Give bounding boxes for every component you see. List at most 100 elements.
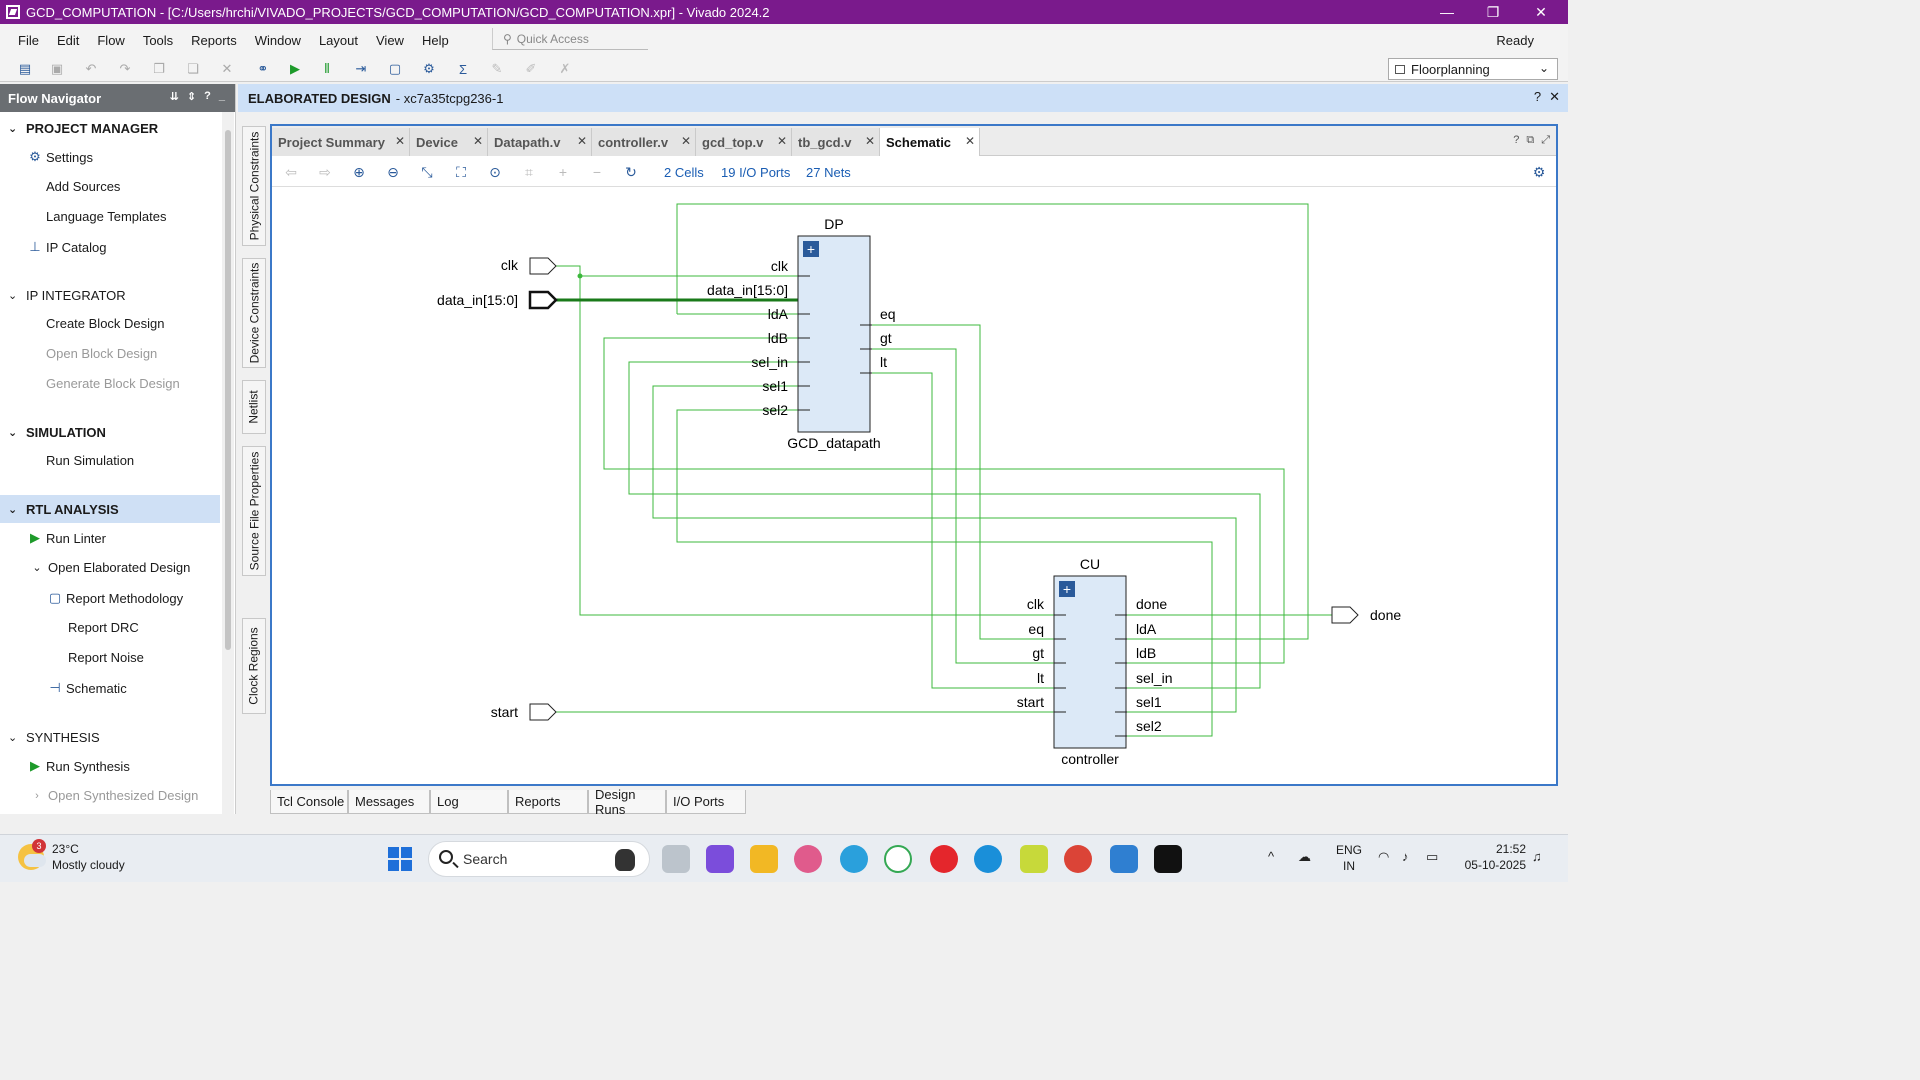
wifi-icon[interactable]: ◠ bbox=[1378, 849, 1390, 864]
section-project-manager[interactable]: ⌄PROJECT MANAGER bbox=[8, 121, 159, 136]
close-icon[interactable]: ✕ bbox=[680, 134, 691, 148]
chrome-icon[interactable] bbox=[1064, 845, 1092, 873]
nav-generate-block-design[interactable]: Generate Block Design bbox=[46, 376, 180, 391]
close-design-icon[interactable]: ✕ bbox=[1549, 89, 1560, 104]
nav-report-drc[interactable]: Report DRC bbox=[68, 620, 139, 635]
nets-count-link[interactable]: 27 Nets bbox=[806, 165, 851, 180]
menu-flow[interactable]: Flow bbox=[97, 32, 125, 48]
system-clock[interactable]: 21:52 05-10-2025 bbox=[1465, 841, 1526, 873]
scroll-thumb[interactable] bbox=[225, 130, 231, 650]
menu-reports[interactable]: Reports bbox=[191, 32, 237, 48]
nav-run-simulation[interactable]: Run Simulation bbox=[46, 453, 135, 468]
section-simulation[interactable]: ⌄SIMULATION bbox=[8, 425, 106, 440]
tab-io-ports[interactable]: I/O Ports bbox=[666, 790, 746, 814]
redo-icon[interactable]: ↷ bbox=[119, 61, 131, 76]
vtab-netlist[interactable]: Netlist bbox=[242, 380, 266, 434]
tab-schematic[interactable]: Schematic✕ bbox=[880, 128, 980, 156]
expand-icon[interactable]: + bbox=[558, 164, 568, 180]
nav-report-methodology[interactable]: ▢Report Methodology bbox=[46, 590, 183, 606]
tab-design-runs[interactable]: Design Runs bbox=[588, 787, 666, 817]
volume-icon[interactable]: ♪ bbox=[1402, 849, 1409, 864]
notes-icon[interactable] bbox=[1020, 845, 1048, 873]
settings-gear-icon[interactable]: ⚙ bbox=[423, 61, 435, 76]
cell-icon[interactable]: ⌗ bbox=[525, 163, 533, 180]
unmark-icon[interactable]: ✗ bbox=[559, 61, 571, 76]
menu-edit[interactable]: Edit bbox=[56, 32, 80, 48]
undo-icon[interactable]: ↶ bbox=[85, 61, 97, 76]
nav-run-linter[interactable]: ▶Run Linter bbox=[26, 530, 106, 546]
io-ports-count-link[interactable]: 19 I/O Ports bbox=[721, 165, 791, 180]
tray-overflow-icon[interactable]: ^ bbox=[1268, 849, 1275, 864]
report-icon[interactable]: ▢ bbox=[388, 61, 402, 76]
menu-layout[interactable]: Layout bbox=[318, 32, 358, 48]
close-icon[interactable]: ✕ bbox=[776, 134, 787, 148]
copilot-icon[interactable] bbox=[706, 845, 734, 873]
help-icon[interactable]: ? bbox=[204, 90, 211, 102]
layout-select[interactable]: Floorplanning ⌄ bbox=[1388, 58, 1558, 80]
edge-icon[interactable] bbox=[974, 845, 1002, 873]
nav-open-block-design[interactable]: Open Block Design bbox=[46, 346, 158, 361]
select-icon[interactable]: ⊙ bbox=[489, 163, 501, 180]
notepad-icon[interactable] bbox=[1110, 845, 1138, 873]
zoom-area-icon[interactable]: ⛶ bbox=[456, 163, 466, 180]
maximize-icon[interactable]: ⤢ bbox=[1541, 134, 1550, 146]
taskbar-search[interactable]: Search bbox=[428, 841, 650, 877]
battery-icon[interactable]: ▭ bbox=[1426, 849, 1439, 864]
menu-help[interactable]: Help bbox=[421, 32, 449, 48]
close-icon[interactable]: ✕ bbox=[576, 134, 587, 148]
schematic-canvas[interactable]: + DP GCD_datapath clk data_in[15:0] ldA … bbox=[272, 188, 1556, 784]
restore-button[interactable]: ❐ bbox=[1486, 3, 1500, 20]
find-icon[interactable]: ⚭ bbox=[257, 61, 269, 76]
close-icon[interactable]: ✕ bbox=[864, 134, 875, 148]
save-icon[interactable]: ▣ bbox=[50, 61, 64, 76]
tab-messages[interactable]: Messages bbox=[348, 790, 430, 814]
forward-icon[interactable]: ⇨ bbox=[319, 163, 331, 180]
quick-access-search[interactable]: ⚲ Quick Access bbox=[492, 28, 648, 50]
vtab-source-file-properties[interactable]: Source File Properties bbox=[242, 446, 266, 576]
onedrive-icon[interactable]: ☁ bbox=[1298, 849, 1311, 864]
nav-open-synthesized-design[interactable]: ›Open Synthesized Design bbox=[28, 788, 198, 803]
nav-add-sources[interactable]: Add Sources bbox=[46, 179, 121, 194]
nav-language-templates[interactable]: Language Templates bbox=[46, 209, 167, 224]
close-icon[interactable]: ✕ bbox=[394, 134, 405, 148]
tab-log[interactable]: Log bbox=[430, 790, 508, 814]
paste-icon[interactable]: ❏ bbox=[187, 61, 199, 76]
tab-gcd-top-v[interactable]: gcd_top.v✕ bbox=[696, 128, 792, 156]
mark-icon[interactable]: ✐ bbox=[525, 61, 537, 76]
debug-icon[interactable]: ✎ bbox=[491, 61, 503, 76]
help-icon[interactable]: ? bbox=[1513, 134, 1520, 146]
tab-tcl-console[interactable]: Tcl Console bbox=[270, 790, 348, 814]
section-ip-integrator[interactable]: ⌄IP INTEGRATOR bbox=[8, 288, 126, 303]
telegram-icon[interactable] bbox=[840, 845, 868, 873]
vtab-clock-regions[interactable]: Clock Regions bbox=[242, 618, 266, 714]
copy-icon[interactable]: ❐ bbox=[153, 61, 165, 76]
language-indicator[interactable]: ENG IN bbox=[1336, 843, 1363, 873]
menu-window[interactable]: Window bbox=[254, 32, 301, 48]
maps-icon[interactable] bbox=[884, 845, 912, 873]
nav-settings[interactable]: ⚙Settings bbox=[26, 149, 93, 165]
open-project-icon[interactable]: ▤ bbox=[18, 61, 32, 76]
sigma-icon[interactable]: Σ bbox=[458, 61, 468, 77]
help-icon[interactable]: ? bbox=[1533, 89, 1542, 104]
collapse-icon[interactable]: − bbox=[592, 164, 602, 180]
nav-open-elaborated-design[interactable]: ⌄Open Elaborated Design bbox=[28, 560, 190, 575]
zoom-in-icon[interactable]: ⊕ bbox=[353, 163, 365, 180]
nav-run-synthesis[interactable]: ▶Run Synthesis bbox=[26, 758, 130, 774]
nav-create-block-design[interactable]: Create Block Design bbox=[46, 316, 165, 331]
float-icon[interactable]: ⧉ bbox=[1526, 134, 1535, 146]
tab-reports[interactable]: Reports bbox=[508, 790, 588, 814]
youtube-icon[interactable] bbox=[930, 845, 958, 873]
photos-icon[interactable] bbox=[794, 845, 822, 873]
file-explorer-icon[interactable] bbox=[750, 845, 778, 873]
tab-controller-v[interactable]: controller.v✕ bbox=[592, 128, 696, 156]
section-rtl-analysis[interactable]: ⌄RTL ANALYSIS bbox=[8, 502, 119, 517]
close-button[interactable]: ✕ bbox=[1535, 3, 1547, 20]
tab-project-summary[interactable]: Project Summary✕ bbox=[272, 128, 410, 156]
tab-tb-gcd-v[interactable]: tb_gcd.v✕ bbox=[792, 128, 880, 156]
section-synthesis[interactable]: ⌄SYNTHESIS bbox=[8, 730, 100, 745]
notification-bell-icon[interactable]: ♫ bbox=[1532, 849, 1542, 864]
refresh-icon[interactable]: ↻ bbox=[625, 163, 637, 180]
delete-icon[interactable]: ✕ bbox=[221, 61, 233, 76]
cells-count-link[interactable]: 2 Cells bbox=[664, 165, 704, 180]
tab-device[interactable]: Device✕ bbox=[410, 128, 488, 156]
